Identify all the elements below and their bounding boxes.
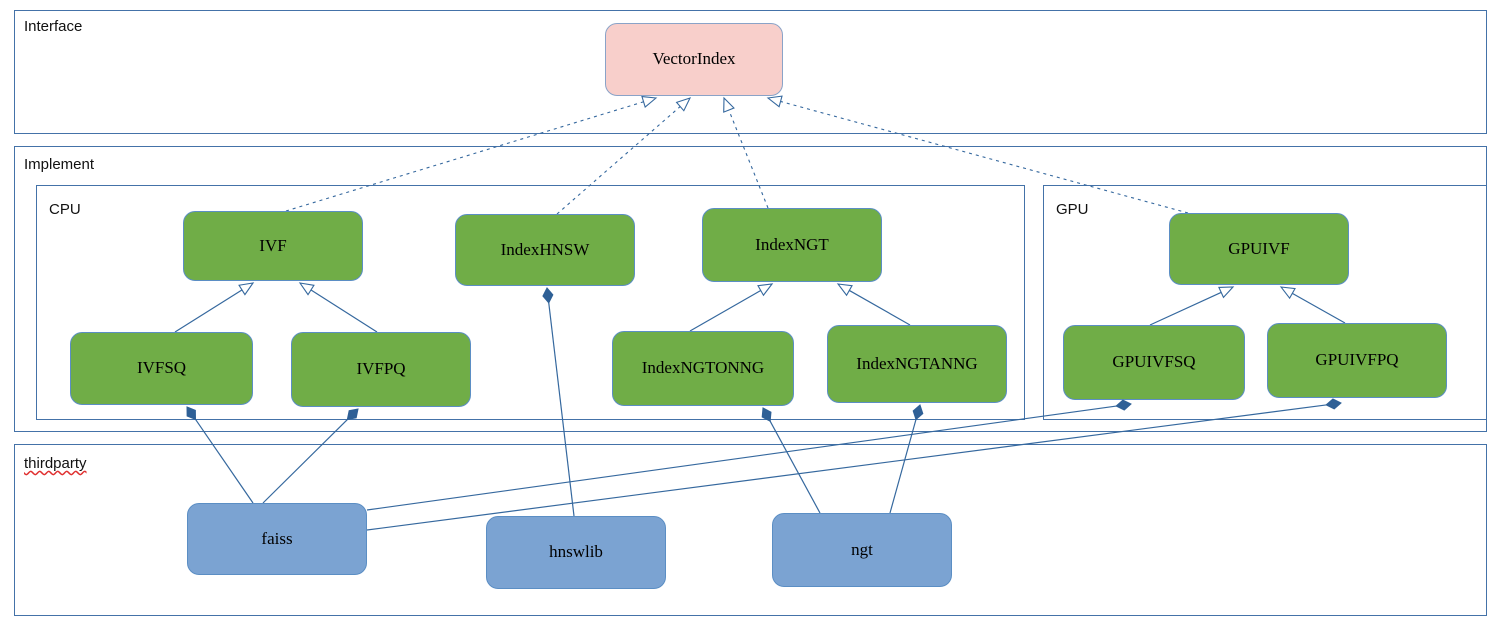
container-label-cpu: CPU <box>49 201 81 218</box>
container-label-implement: Implement <box>24 156 95 173</box>
class-node-indexngt[interactable]: IndexNGT <box>702 208 882 282</box>
class-node-indexngtanng[interactable]: IndexNGTANNG <box>827 325 1007 403</box>
class-node-vectorindex[interactable]: VectorIndex <box>605 23 783 96</box>
class-node-ivf[interactable]: IVF <box>183 211 363 281</box>
class-node-ivfsq[interactable]: IVFSQ <box>70 332 253 405</box>
class-node-gpuivfsq[interactable]: GPUIVFSQ <box>1063 325 1245 400</box>
container-label-interface: Interface <box>24 18 83 35</box>
container-label-gpu: GPU <box>1056 201 1089 218</box>
class-node-hnswlib[interactable]: hnswlib <box>486 516 666 589</box>
class-node-ivfpq[interactable]: IVFPQ <box>291 332 471 407</box>
class-node-indexhnsw[interactable]: IndexHNSW <box>455 214 635 286</box>
class-node-ngt[interactable]: ngt <box>772 513 952 587</box>
class-node-gpuivf[interactable]: GPUIVF <box>1169 213 1349 285</box>
class-node-indexngtonng[interactable]: IndexNGTONNG <box>612 331 794 406</box>
class-node-faiss[interactable]: faiss <box>187 503 367 575</box>
class-node-gpuivfpq[interactable]: GPUIVFPQ <box>1267 323 1447 398</box>
container-label-thirdparty: thirdparty <box>24 455 87 472</box>
